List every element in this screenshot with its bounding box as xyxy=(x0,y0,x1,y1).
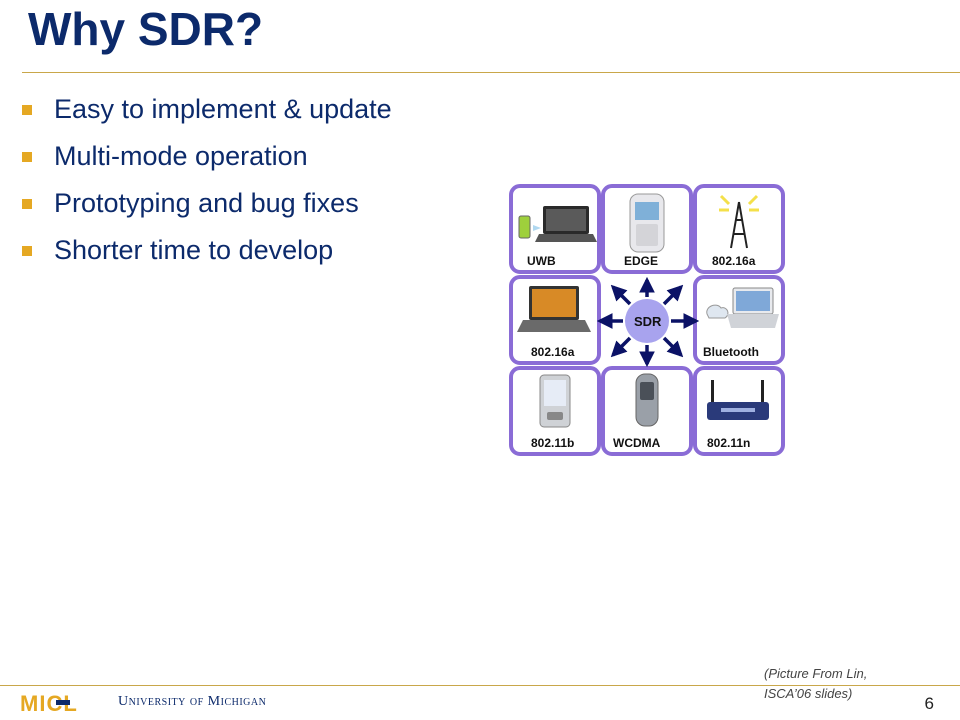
mode-label: UWB xyxy=(527,254,556,268)
mode-cell-802-16a-tower: 802.16a xyxy=(693,184,785,274)
mode-cell-bluetooth: Bluetooth xyxy=(693,275,785,365)
micl-logo: MICL xyxy=(20,693,78,713)
slide-title: Why SDR? xyxy=(28,3,264,55)
caption-line: (Picture From Lin, xyxy=(764,666,868,681)
laptop-icon xyxy=(517,286,591,332)
mode-cell-802-11b: 802.11b xyxy=(509,366,601,456)
svg-text:MICL: MICL xyxy=(20,693,78,713)
bullet-square-icon xyxy=(22,245,32,256)
mode-label: WCDMA xyxy=(613,436,661,450)
mode-label: 802.16a xyxy=(531,345,575,359)
flip-phone-icon xyxy=(635,373,659,427)
mode-label: Bluetooth xyxy=(703,345,759,359)
bullet-text: Prototyping and bug fixes xyxy=(54,188,359,218)
mode-label: 802.11n xyxy=(707,436,750,450)
pda-icon xyxy=(539,374,571,428)
bullet-item: Multi-mode operation xyxy=(22,133,392,180)
wireless-router-icon xyxy=(707,380,769,420)
figure-caption: (Picture From Lin, ISCA’06 slides) xyxy=(764,664,867,704)
bullet-square-icon xyxy=(22,151,32,162)
page-number: 6 xyxy=(924,694,934,713)
bullet-text: Shorter time to develop xyxy=(54,235,334,265)
cell-phone-icon xyxy=(629,193,665,253)
bullet-item: Prototyping and bug fixes xyxy=(22,180,392,227)
sdr-center: SDR xyxy=(625,299,669,343)
bullet-text: Easy to implement & update xyxy=(54,94,392,124)
mode-cell-802-16a-laptop: 802.16a xyxy=(509,275,601,365)
media-player-laptop-icon xyxy=(518,206,597,242)
footer-divider xyxy=(0,685,960,686)
mode-label: EDGE xyxy=(624,254,658,268)
mode-label: 802.11b xyxy=(531,436,574,450)
caption-line: ISCA’06 slides) xyxy=(764,686,853,701)
bullet-square-icon xyxy=(22,198,32,209)
bullet-item: Shorter time to develop xyxy=(22,227,392,274)
sdr-modes-figure: UWB EDGE 802.16a 802.16a SDR xyxy=(509,184,785,456)
mode-cell-wcdma: WCDMA xyxy=(601,366,693,456)
footer-university: University of Michigan xyxy=(118,694,267,709)
bullet-list: Easy to implement & update Multi-mode op… xyxy=(22,86,392,274)
title-divider xyxy=(22,72,960,73)
radio-tower-icon xyxy=(719,194,759,249)
mode-cell-edge: EDGE xyxy=(601,184,693,274)
bullet-text: Multi-mode operation xyxy=(54,141,308,171)
mode-cell-802-11n: 802.11n xyxy=(693,366,785,456)
bluetooth-laptop-icon xyxy=(706,287,779,328)
sdr-arrows xyxy=(596,276,700,368)
bullet-square-icon xyxy=(22,104,32,115)
mode-label: 802.16a xyxy=(712,254,756,268)
bullet-item: Easy to implement & update xyxy=(22,86,392,133)
sdr-center-label: SDR xyxy=(634,314,662,329)
mode-cell-uwb: UWB xyxy=(509,184,601,274)
